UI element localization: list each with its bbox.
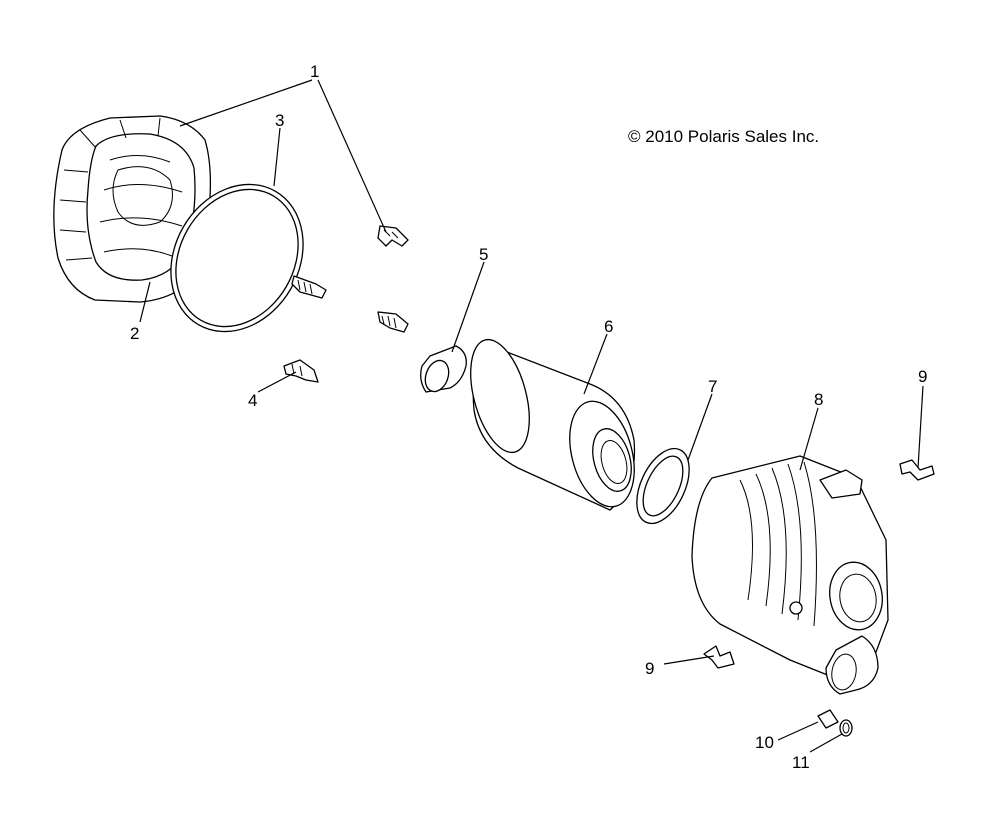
hose-sleeve — [817, 709, 839, 729]
clip-part-4 — [283, 359, 319, 383]
air-filter-element — [470, 338, 636, 511]
airbox-housing — [691, 455, 889, 695]
elbow-fitting-upper — [899, 459, 935, 481]
leader-lines — [139, 79, 924, 753]
hose-clamp — [839, 719, 853, 737]
foam-plug — [420, 345, 467, 393]
callout-4: 4 — [248, 391, 257, 410]
callout-11: 11 — [792, 753, 810, 772]
latch-clip-top — [377, 225, 409, 247]
callout-3: 3 — [275, 111, 284, 130]
airbox-cover — [53, 115, 212, 303]
callout-6: 6 — [604, 317, 613, 336]
callout-9-lower: 9 — [645, 659, 654, 678]
elbow-fitting-lower — [703, 645, 735, 669]
gasket-ring — [170, 183, 304, 333]
latch-clip-bottom — [377, 311, 409, 333]
callout-9-upper: 9 — [918, 367, 927, 386]
latch-clip-middle — [291, 275, 327, 299]
copyright-text: © 2010 Polaris Sales Inc. — [628, 127, 819, 146]
callout-8: 8 — [814, 390, 823, 409]
callout-10: 10 — [755, 733, 774, 752]
callout-1: 1 — [310, 62, 319, 81]
seal-ring — [636, 447, 690, 525]
callout-5: 5 — [479, 245, 488, 264]
callout-7: 7 — [708, 377, 717, 396]
callout-2: 2 — [130, 324, 139, 343]
